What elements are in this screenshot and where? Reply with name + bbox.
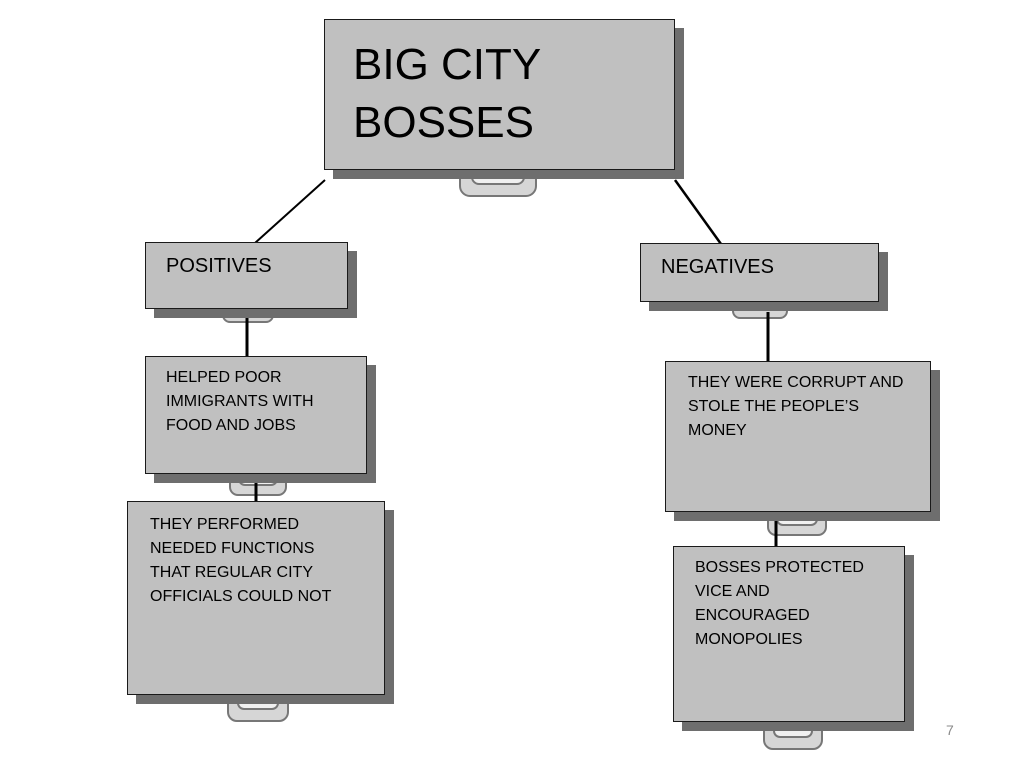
title-box: BIG CITY BOSSES [324, 19, 675, 170]
tab-handle-icon [767, 504, 827, 536]
positive-item-box: THEY PERFORMED NEEDED FUNCTIONS THAT REG… [127, 501, 385, 695]
negative-item-box: BOSSES PROTECTED VICE AND ENCOURAGED MON… [673, 546, 905, 722]
positive-item-box: HELPED POOR IMMIGRANTS WITH FOOD AND JOB… [145, 356, 367, 474]
negatives-label: NEGATIVES [661, 256, 774, 278]
diagram-title: BIG CITY BOSSES [353, 40, 541, 147]
negatives-box: NEGATIVES [640, 243, 879, 302]
positives-label: POSITIVES [166, 255, 272, 277]
negative-item-text: BOSSES PROTECTED VICE AND ENCOURAGED MON… [695, 559, 864, 648]
positive-item-text: THEY PERFORMED NEEDED FUNCTIONS THAT REG… [150, 516, 332, 605]
positive-item-text: HELPED POOR IMMIGRANTS WITH FOOD AND JOB… [166, 369, 314, 434]
positives-box: POSITIVES [145, 242, 348, 309]
negative-item-box: THEY WERE CORRUPT AND STOLE THE PEOPLE’S… [665, 361, 931, 512]
negative-item-text: THEY WERE CORRUPT AND STOLE THE PEOPLE’S… [688, 374, 904, 439]
connector-line [254, 179, 326, 244]
connector-line [673, 179, 723, 245]
slide-page-number: 7 [946, 722, 954, 738]
